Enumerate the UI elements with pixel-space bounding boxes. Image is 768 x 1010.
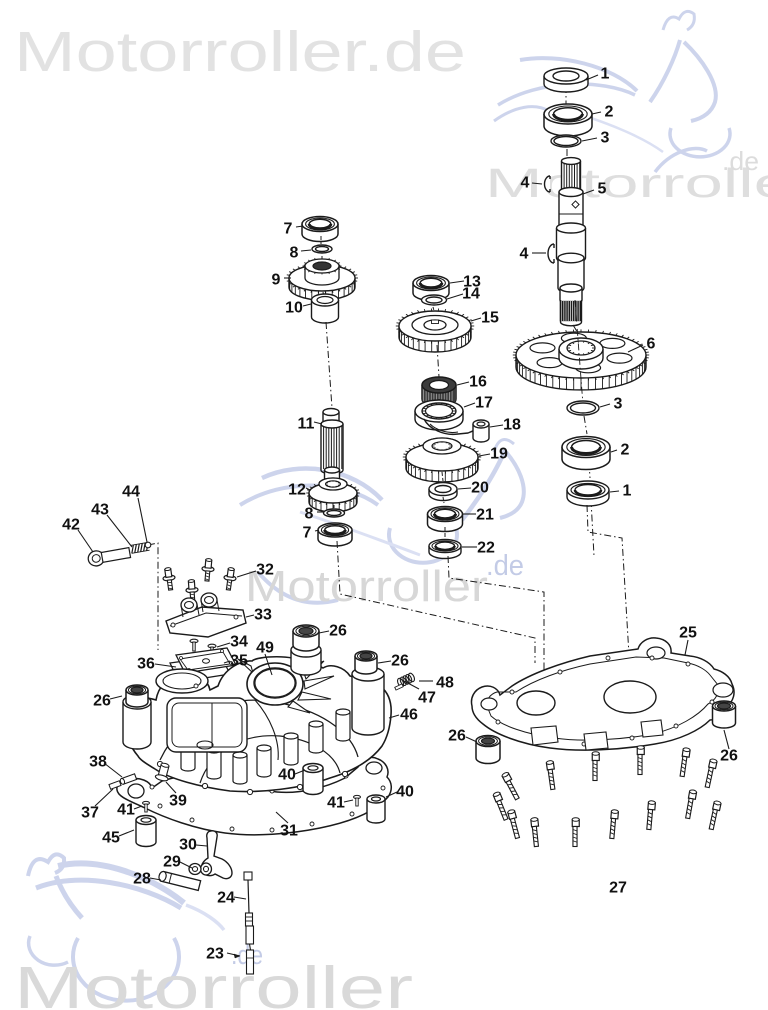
svg-text:39: 39: [169, 793, 187, 810]
svg-text:Motorroller.de: Motorroller.de: [14, 20, 466, 84]
svg-text:7: 7: [303, 525, 312, 542]
svg-text:19: 19: [490, 446, 508, 463]
svg-text:46: 46: [400, 707, 418, 724]
svg-text:4: 4: [521, 175, 530, 192]
svg-text:36: 36: [137, 656, 155, 673]
svg-text:9: 9: [272, 272, 281, 289]
svg-text:7: 7: [284, 221, 293, 238]
svg-text:31: 31: [280, 823, 298, 840]
svg-text:27: 27: [609, 880, 627, 897]
svg-text:40: 40: [278, 767, 296, 784]
svg-text:20: 20: [471, 480, 489, 497]
svg-text:2: 2: [605, 104, 614, 121]
svg-text:.de: .de: [486, 550, 524, 582]
svg-text:26: 26: [93, 693, 111, 710]
svg-text:6: 6: [647, 336, 656, 353]
svg-text:29: 29: [163, 854, 181, 871]
svg-text:1: 1: [623, 483, 632, 500]
svg-text:44: 44: [122, 484, 140, 501]
svg-text:17: 17: [475, 395, 493, 412]
svg-text:32: 32: [256, 562, 274, 579]
svg-text:3: 3: [601, 130, 610, 147]
svg-text:1: 1: [601, 66, 610, 83]
svg-text:11: 11: [298, 416, 315, 433]
svg-text:2: 2: [621, 442, 630, 459]
svg-text:15: 15: [481, 310, 499, 327]
svg-text:.de: .de: [722, 146, 759, 176]
svg-text:4: 4: [520, 246, 529, 263]
svg-text:26: 26: [720, 748, 738, 765]
svg-text:47: 47: [418, 690, 436, 707]
svg-text:35: 35: [230, 653, 248, 670]
svg-text:16: 16: [469, 374, 487, 391]
svg-text:26: 26: [448, 728, 466, 745]
svg-text:26: 26: [329, 623, 347, 640]
svg-text:8: 8: [305, 506, 314, 523]
svg-text:37: 37: [81, 805, 99, 822]
svg-text:3: 3: [614, 396, 623, 413]
svg-text:34: 34: [230, 634, 248, 651]
svg-text:Motorroller: Motorroller: [245, 562, 488, 611]
svg-text:26: 26: [391, 653, 409, 670]
svg-text:18: 18: [503, 417, 521, 434]
svg-text:28: 28: [133, 871, 151, 888]
svg-text:14: 14: [462, 286, 480, 303]
svg-text:5: 5: [598, 181, 607, 198]
svg-text:24: 24: [217, 890, 235, 907]
svg-text:42: 42: [62, 517, 80, 534]
svg-text:45: 45: [102, 830, 120, 847]
svg-text:23: 23: [206, 946, 224, 963]
svg-text:22: 22: [477, 540, 495, 557]
svg-text:48: 48: [436, 675, 454, 692]
svg-text:38: 38: [89, 754, 107, 771]
svg-text:Motorroller: Motorroller: [14, 955, 413, 1010]
svg-text:21: 21: [476, 507, 494, 524]
svg-text:25: 25: [679, 625, 697, 642]
svg-text:13: 13: [463, 274, 481, 291]
svg-text:41: 41: [117, 802, 135, 819]
svg-text:33: 33: [254, 607, 272, 624]
svg-text:43: 43: [91, 502, 109, 519]
svg-text:12: 12: [288, 482, 306, 499]
svg-text:40: 40: [396, 784, 414, 801]
svg-text:41: 41: [327, 795, 345, 812]
svg-text:30: 30: [179, 837, 197, 854]
svg-text:8: 8: [290, 245, 299, 262]
svg-text:49: 49: [256, 640, 274, 657]
svg-text:10: 10: [285, 300, 303, 317]
